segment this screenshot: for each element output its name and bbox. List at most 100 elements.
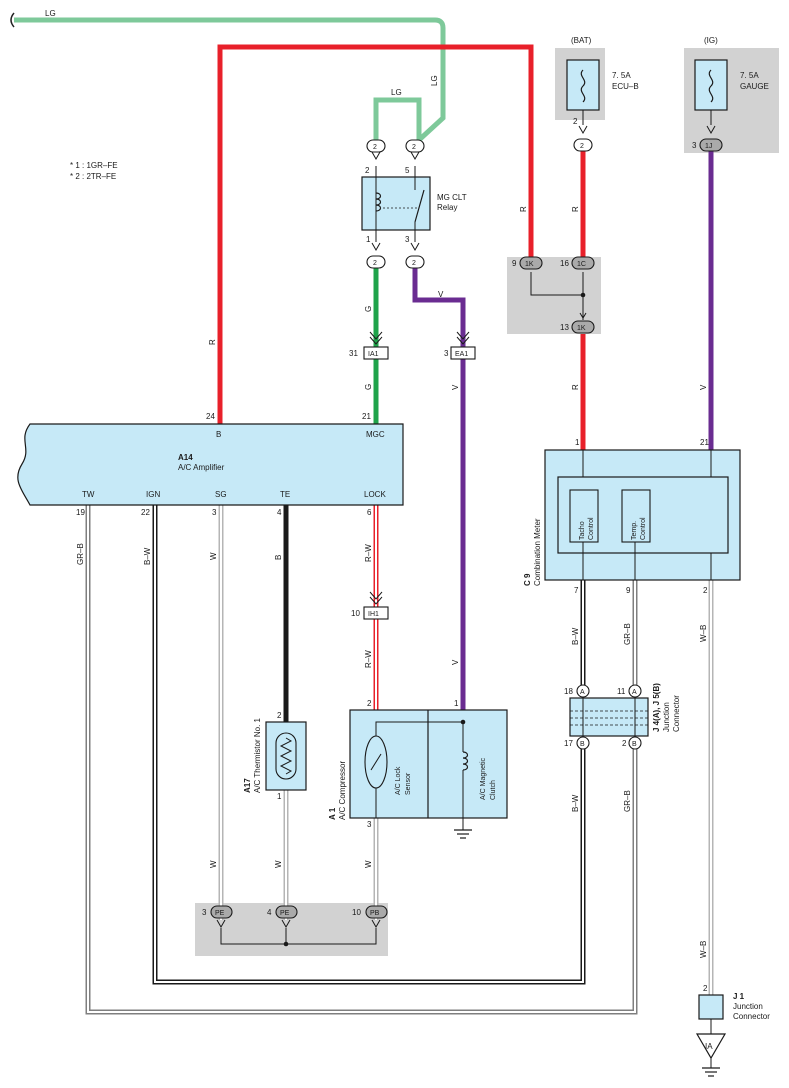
wire-label-w-therm: W (274, 860, 283, 868)
connector-1k-b: 1K (571, 320, 595, 334)
svg-text:IH1: IH1 (368, 611, 379, 618)
svg-text:18: 18 (564, 687, 573, 696)
svg-text:A: A (632, 689, 637, 696)
svg-text:21: 21 (700, 438, 709, 447)
fuse-bat-source: (BAT) (571, 36, 592, 45)
connector-j-a-18: A (576, 684, 590, 698)
svg-text:9: 9 (512, 259, 517, 268)
svg-text:PE: PE (215, 910, 225, 917)
connector-pe-3: PE (210, 905, 233, 919)
svg-text:2: 2 (703, 984, 708, 993)
meter-name: Combination Meter (533, 518, 542, 586)
relay-name-1: MG CLT (437, 193, 467, 202)
wire-r-fuse: R (571, 150, 586, 262)
wire-label-r-meter: R (571, 384, 580, 390)
wire-label-w-sg: W (209, 552, 218, 560)
svg-text:3: 3 (692, 141, 697, 150)
svg-text:1: 1 (454, 699, 459, 708)
meter-tacho-1: Tacho (579, 521, 586, 540)
connector-relay-in-2b: 2 (405, 139, 425, 153)
svg-text:1J: 1J (705, 143, 712, 150)
svg-text:B: B (632, 741, 637, 748)
wire-lg-top: LG LG (10, 9, 446, 152)
wire-label-r-1k: R (519, 206, 528, 212)
svg-text:2: 2 (412, 144, 416, 151)
meter-tacho-2: Control (588, 517, 595, 540)
ground-ia-label: IA (705, 1042, 713, 1051)
svg-text:1: 1 (366, 235, 371, 244)
amp-pin-lock: LOCK (364, 490, 386, 499)
svg-text:3: 3 (444, 349, 449, 358)
wire-label-bw-j: B–W (571, 794, 580, 812)
connector-relay-out-2a: 2 (366, 255, 386, 269)
compressor-name: A/C Compressor (338, 761, 347, 820)
svg-text:10: 10 (351, 609, 360, 618)
amp-pin-ign: IGN (146, 490, 160, 499)
svg-text:2: 2 (373, 144, 377, 151)
j4-name-2: Connector (672, 695, 681, 732)
svg-text:3: 3 (212, 508, 217, 517)
svg-text:2: 2 (412, 260, 416, 267)
connector-pe-4: PE (275, 905, 298, 919)
wire-label-v-ea1: V (451, 384, 460, 390)
connector-relay-in-2a: 2 (366, 139, 386, 153)
sensor-label-2: Sensor (405, 772, 412, 795)
relay-name-2: Relay (437, 203, 457, 212)
wire-label-g: G (364, 306, 373, 312)
wire-b-te: B (274, 505, 289, 722)
wire-label-rw-lock: R–W (364, 544, 373, 562)
compressor-code: A 1 (328, 807, 337, 820)
wire-label-v-relay: V (438, 290, 444, 299)
svg-text:11: 11 (617, 687, 626, 696)
wire-g: G G (364, 268, 379, 424)
wire-label-lg-top: LG (45, 9, 56, 18)
amp-pin-tw: TW (82, 490, 95, 499)
svg-text:PB: PB (370, 910, 380, 917)
wire-lg-relay: LG (373, 88, 422, 152)
svg-text:13: 13 (560, 323, 569, 332)
svg-text:3: 3 (367, 820, 372, 829)
svg-text:IA1: IA1 (368, 351, 379, 358)
amp-code: A14 (178, 453, 193, 462)
wire-label-wb-j: W–B (699, 941, 708, 958)
svg-text:7: 7 (574, 586, 579, 595)
clutch-label-2: Clutch (490, 780, 497, 800)
wire-label-v-clutch: V (451, 659, 460, 665)
ground-junction-lines (220, 928, 377, 947)
wire-wb-meter: W–B W–B (699, 580, 714, 995)
wire-label-lg-vertical: LG (430, 75, 439, 86)
fuse-bat-rating: 7. 5A (612, 71, 631, 80)
svg-text:1K: 1K (525, 261, 534, 268)
connector-ea1: EA1 (450, 346, 476, 360)
legend-line-1: * 1 : 1GR–FE (70, 161, 118, 170)
amp-pin-sg: SG (215, 490, 227, 499)
fuse-gauge: (IG) 7. 5A GAUGE (694, 36, 769, 125)
svg-text:2: 2 (365, 166, 370, 175)
wire-label-grb-tw: GR–B (76, 543, 85, 565)
svg-text:2: 2 (573, 117, 578, 126)
wire-label-rw-lock2: R–W (364, 650, 373, 668)
wire-label-r-amp: R (208, 339, 217, 345)
wire-w-therm: W (274, 790, 289, 920)
wire-v-gauge: V (699, 150, 714, 450)
svg-text:6: 6 (367, 508, 372, 517)
amp-pin-mgc: MGC (366, 430, 385, 439)
connector-j-b-2: B (628, 736, 642, 750)
wire-label-v-gauge: V (699, 384, 708, 390)
svg-text:31: 31 (349, 349, 358, 358)
wire-label-grb-meter: GR–B (623, 623, 632, 645)
amp-pin-te: TE (280, 490, 290, 499)
fuse-ig-rating: 7. 5A (740, 71, 759, 80)
legend-line-2: * 2 : 2TR–FE (70, 172, 116, 181)
wire-grb-tw: GR–B (76, 505, 638, 1015)
svg-text:2: 2 (622, 739, 627, 748)
wire-bw-ign: B–W (143, 505, 586, 985)
junction-internal-lines (530, 272, 587, 320)
fuse-ig-source: (IG) (704, 36, 718, 45)
fuse-ecu-b: (BAT) 7. 5A ECU–B (566, 36, 639, 125)
connector-ia1: IA1 (363, 346, 389, 360)
ac-thermistor: A17 A/C Thermistor No. 1 (243, 717, 307, 793)
svg-text:4: 4 (277, 508, 282, 517)
wire-v-relay: V V V (412, 268, 466, 710)
